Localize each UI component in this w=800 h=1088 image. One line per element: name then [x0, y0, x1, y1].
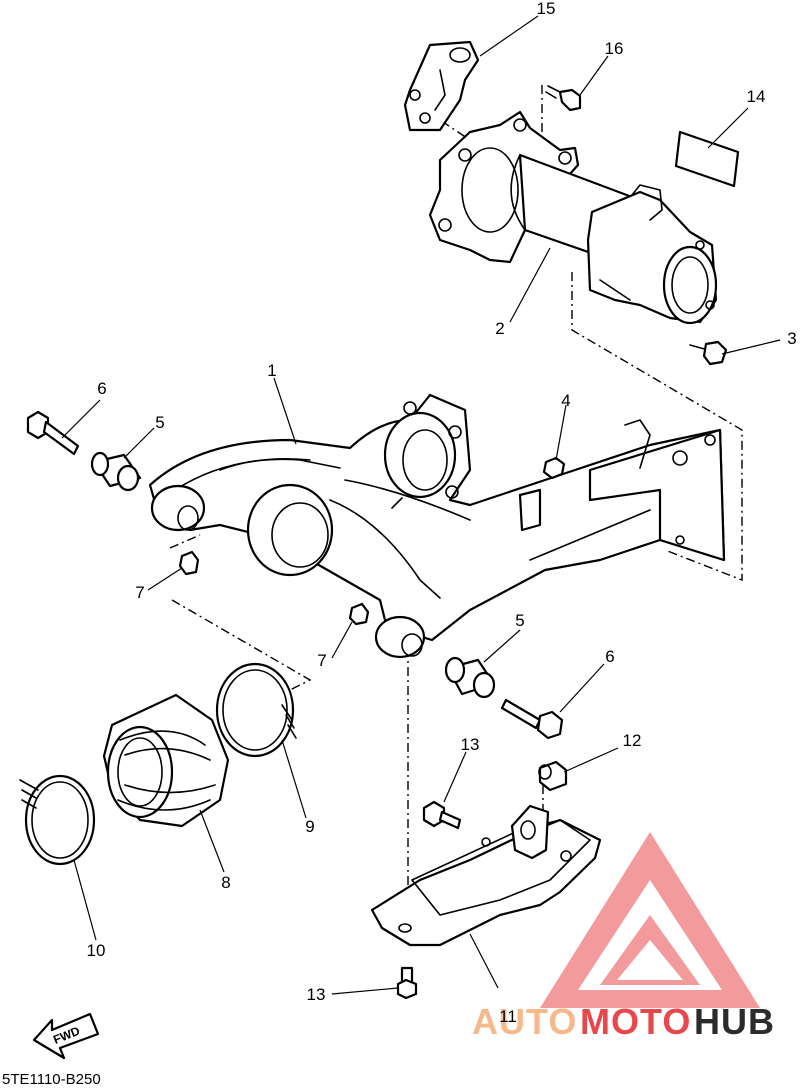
callout-8: 8: [221, 873, 230, 892]
part-13-bolt-lower: [396, 966, 418, 1000]
leader-lines: [61, 15, 781, 995]
part-4-nut: [542, 456, 566, 480]
part-11-guard: [370, 804, 602, 947]
fwd-arrow-icon: FWD: [32, 1012, 100, 1060]
callout-1: 1: [267, 361, 276, 380]
part-1-swingarm: [148, 393, 726, 659]
part-13-bolt-upper: [422, 800, 462, 830]
callout-5-upper: 5: [155, 413, 164, 432]
part-5-bushing-lower: [444, 656, 496, 699]
callout-6-lower: 6: [605, 647, 614, 666]
part-6-bolt-lower: [500, 698, 564, 740]
callout-15: 15: [537, 0, 556, 18]
callout-10: 10: [87, 941, 106, 960]
part-6-bolt-upper: [26, 410, 80, 456]
callout-5-lower: 5: [515, 611, 524, 630]
callout-6-upper: 6: [97, 379, 106, 398]
watermark-text-moto: MOTO: [580, 1001, 691, 1042]
part-10-clamp: [19, 774, 96, 866]
callout-4: 4: [561, 391, 570, 410]
part-7-nut-right: [348, 602, 370, 626]
callout-13-upper: 13: [461, 735, 480, 754]
part-3-bolt: [689, 340, 728, 366]
watermark-text-auto: AUTO: [472, 1001, 577, 1042]
part-9-clamp: [215, 662, 297, 758]
part-12-bushing: [538, 760, 568, 792]
part-14-label: [674, 130, 740, 188]
watermark-text: AUTO MOTO HUB: [472, 1001, 775, 1042]
callout-numbers: 1 2 3 4 5 5 6 6 7 7 8 9 10 11 12 13 13 1…: [87, 0, 797, 1026]
part-7-nut-left: [178, 550, 200, 576]
callout-14: 14: [747, 87, 766, 106]
callout-7-right: 7: [317, 651, 326, 670]
drawing-code: 5TE1110-B250: [2, 1071, 101, 1088]
part-16-bolt: [545, 85, 582, 112]
callout-7-left: 7: [135, 583, 144, 602]
callout-12: 12: [623, 731, 642, 750]
callout-11: 11: [499, 1007, 517, 1026]
guide-lines: [169, 85, 743, 940]
watermark-text-hub: HUB: [694, 1001, 775, 1042]
callout-2: 2: [495, 319, 504, 338]
part-2-axle-housing: [428, 110, 718, 325]
part-15-bracket: [403, 40, 480, 132]
callout-3: 3: [787, 329, 796, 348]
part-8-boot: [102, 693, 230, 828]
part-5-bushing-upper: [90, 451, 142, 492]
callout-9: 9: [305, 817, 314, 836]
callout-16: 16: [605, 39, 624, 58]
callout-13-lower: 13: [307, 985, 326, 1004]
watermark-logo: [540, 832, 760, 1008]
